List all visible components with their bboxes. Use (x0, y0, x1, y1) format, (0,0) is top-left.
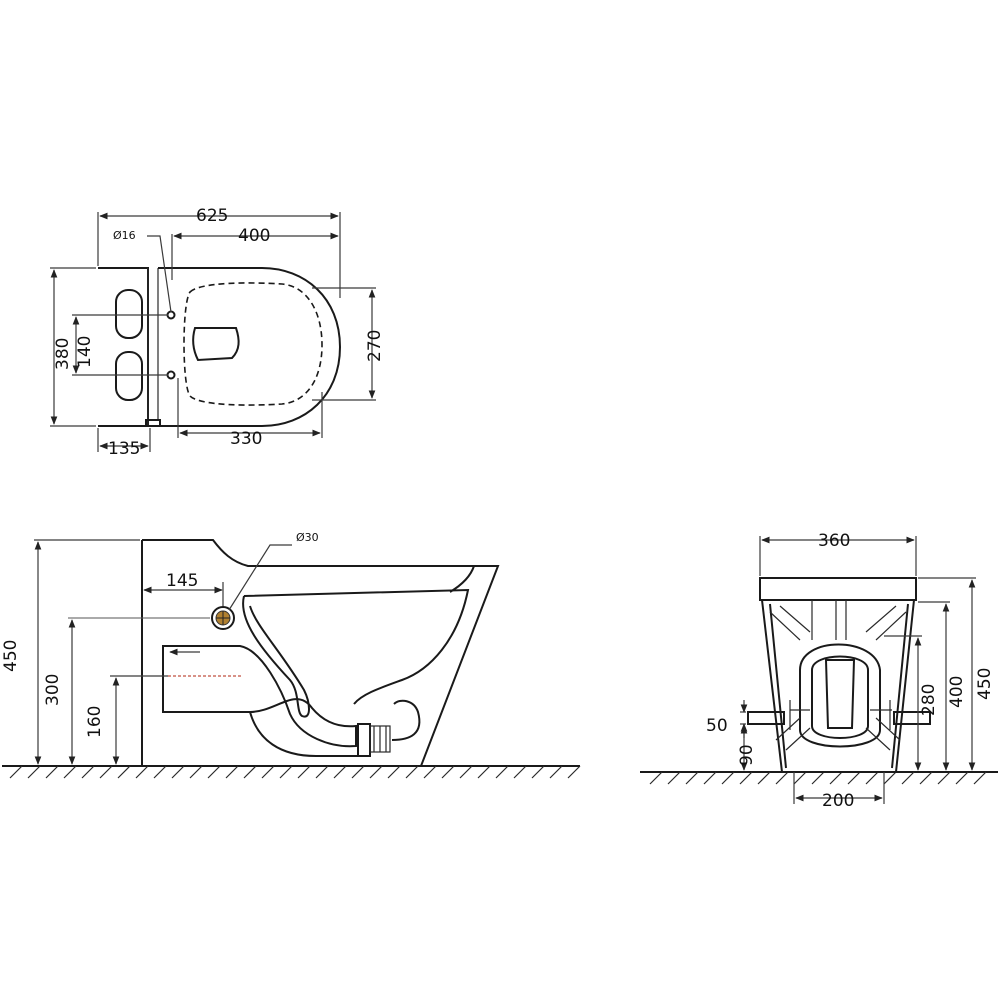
outlet-shape (192, 327, 240, 362)
bolt-hole-top (166, 310, 176, 320)
dim-270: 270 (365, 330, 385, 362)
dim-140: 140 (75, 336, 95, 368)
bolt-hole-bottom (166, 370, 176, 380)
dim-300: 300 (43, 674, 63, 706)
dim-50: 50 (706, 716, 728, 736)
bowl-outline (158, 267, 342, 427)
dim-360: 360 (818, 531, 850, 551)
front-trap (824, 659, 856, 729)
front-floor-hatch (649, 771, 987, 785)
cable (391, 699, 421, 741)
bolt-right (893, 711, 931, 725)
bolt-left (747, 711, 785, 725)
bowl-interior (243, 588, 470, 705)
dim-450-side: 450 (1, 640, 21, 672)
front-inner-bowl (811, 655, 869, 739)
dim-200: 200 (822, 791, 854, 811)
dim-330: 330 (230, 429, 262, 449)
dim-625: 625 (196, 206, 228, 226)
outlet-pipe (162, 645, 357, 748)
inlet-circle (211, 606, 235, 630)
flush-slot-top (115, 289, 143, 339)
connector-block (357, 723, 371, 757)
dim-145: 145 (166, 571, 198, 591)
dim-450-front: 450 (975, 668, 995, 700)
body-outline (142, 539, 500, 767)
front-bowl (799, 643, 881, 748)
dim-400: 400 (238, 226, 270, 246)
dim-hole-dia: Ø16 (113, 229, 136, 242)
flush-slot-bottom (115, 351, 143, 401)
trap-curve (242, 595, 310, 718)
lid (759, 577, 917, 601)
top-view: 625 400 Ø16 380 140 270 330 135 (50, 206, 385, 459)
front-braces (769, 600, 907, 751)
dim-inlet-dia: Ø30 (296, 531, 319, 544)
dim-90: 90 (737, 744, 757, 766)
front-view: 360 450 400 280 50 90 200 (640, 531, 998, 811)
front-body (761, 599, 915, 773)
dim-280: 280 (919, 684, 939, 716)
dim-400-front: 400 (947, 676, 967, 708)
foot-mark (145, 419, 161, 427)
side-view: Ø30 145 450 300 160 (1, 531, 581, 779)
dim-380: 380 (53, 338, 73, 370)
dim-135: 135 (108, 439, 140, 459)
dim-160: 160 (85, 706, 105, 738)
seat-dashed (183, 282, 323, 406)
floor-hatch (9, 765, 581, 779)
